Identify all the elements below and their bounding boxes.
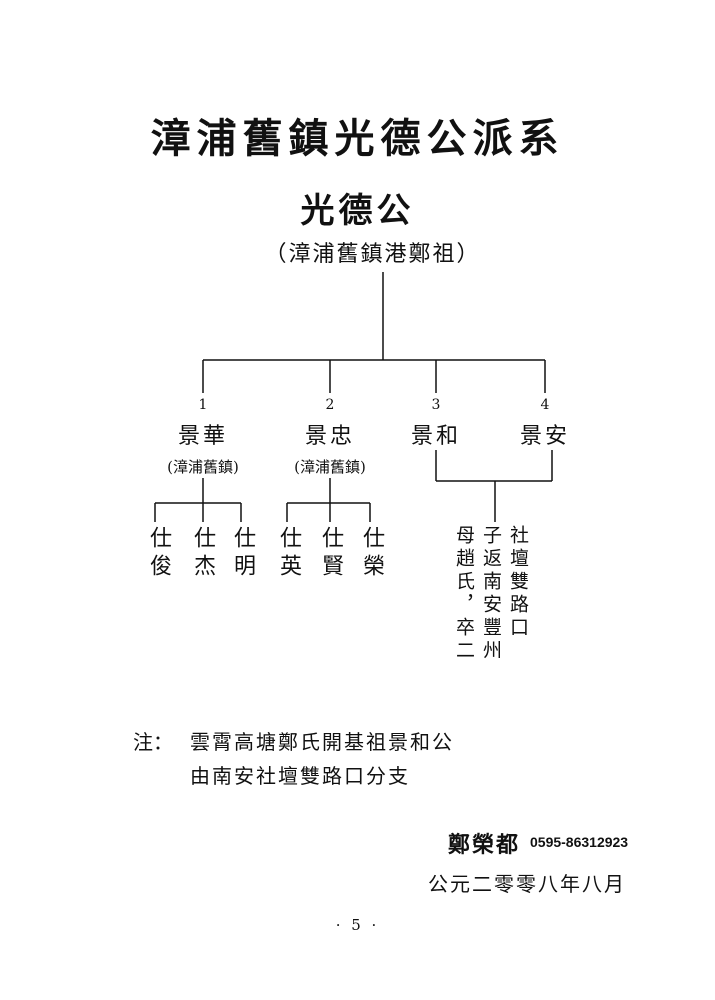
root-ancestor-name: 光德公 <box>300 191 415 231</box>
branch-number: 4 <box>540 397 550 413</box>
branch-number: 2 <box>325 397 335 413</box>
shared-note-line: 社壇雙路口 <box>507 525 529 640</box>
branch-number: 3 <box>431 397 441 413</box>
branch-note: (漳浦舊鎮) <box>167 458 239 476</box>
descendant-name: 仕杰 <box>190 526 215 582</box>
page-title: 漳浦舊鎮光德公派系 <box>150 115 565 162</box>
footnote-label: 注： <box>133 730 173 754</box>
root-ancestor-note: （漳浦舊鎮港鄭祖） <box>264 242 481 267</box>
signature-name: 鄭榮都 <box>448 832 521 858</box>
branch-name: 景安 <box>519 424 570 449</box>
branch-name: 景和 <box>410 424 461 449</box>
signature-phone: 0595-86312923 <box>530 834 629 850</box>
branch-number: 1 <box>198 397 208 413</box>
footnote-line: 由南安社壇雙路口分支 <box>190 764 410 788</box>
branch-note: (漳浦舊鎮) <box>294 458 366 476</box>
branch-name: 景忠 <box>304 424 355 449</box>
shared-note-line: 子返南安豐州 <box>480 525 502 663</box>
descendant-name: 仕英 <box>276 526 301 582</box>
branch-name: 景華 <box>177 424 228 449</box>
footnote-line: 雲霄高塘鄭氏開基祖景和公 <box>190 730 454 754</box>
descendant-name: 仕明 <box>230 526 255 582</box>
document-date: 公元二零零八年八月 <box>428 872 626 896</box>
descendant-name: 仕俊 <box>146 526 171 582</box>
descendant-name: 仕榮 <box>359 526 384 582</box>
descendant-name: 仕賢 <box>318 526 343 582</box>
shared-note-line: 母趙氏，卒二 <box>453 525 475 663</box>
page-number: · 5 · <box>335 916 380 934</box>
